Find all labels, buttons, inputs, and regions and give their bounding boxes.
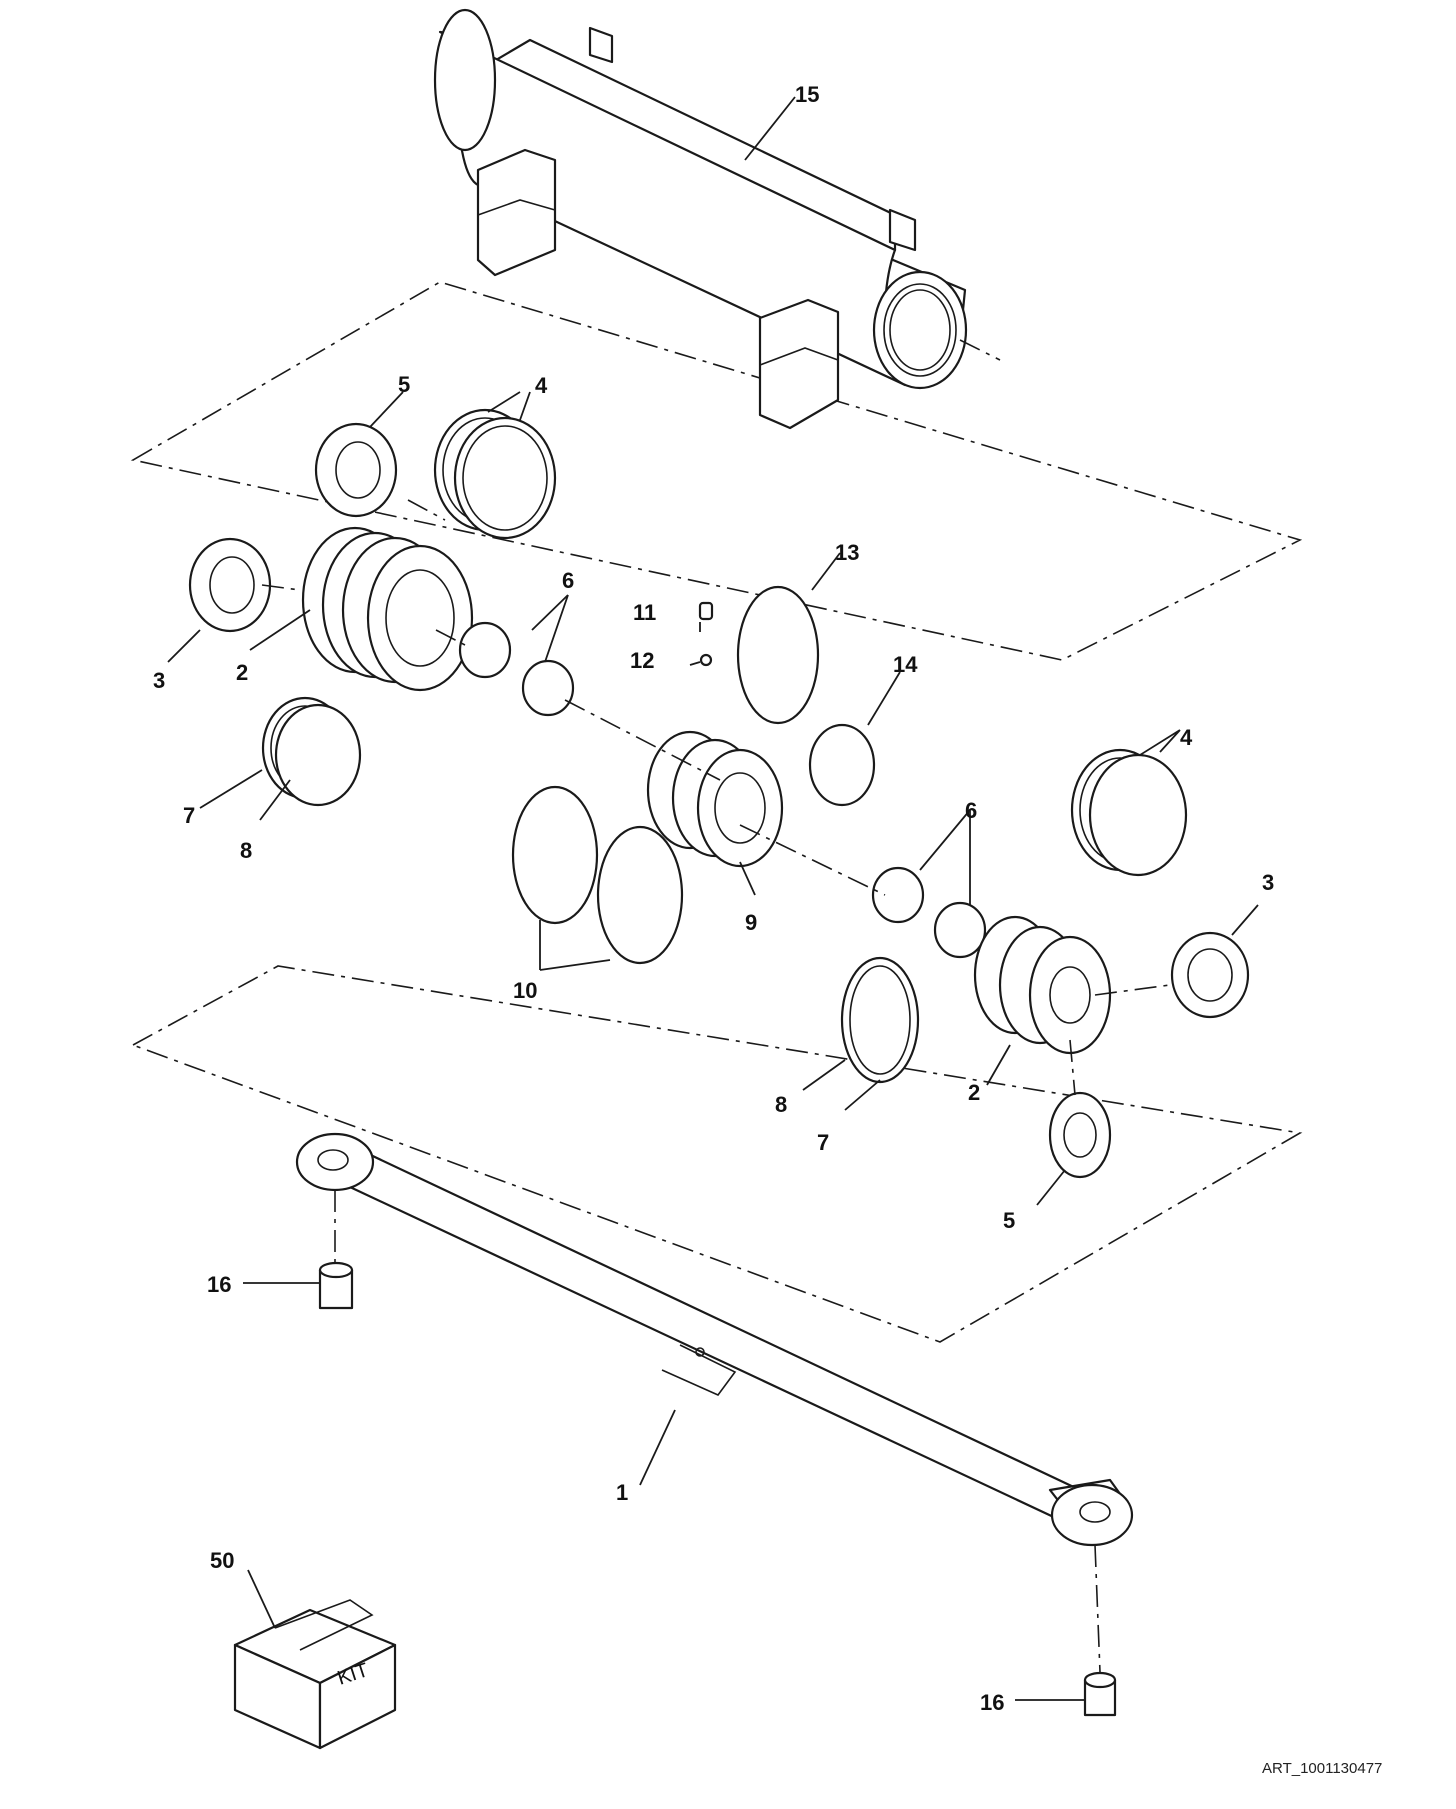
right-wiper-5 xyxy=(1048,1091,1112,1179)
callout-5-right: 5 xyxy=(1003,1208,1015,1233)
lower-assembly-boundary xyxy=(131,965,1303,1343)
piston-9 xyxy=(696,748,784,868)
left-bearing-6a xyxy=(458,621,512,679)
o-ring-14 xyxy=(808,723,876,807)
callout-16-bottom: 16 xyxy=(980,1690,1004,1715)
right-ring-4b xyxy=(1088,753,1188,877)
callout-1: 1 xyxy=(616,1480,628,1505)
right-ring-8 xyxy=(840,956,920,1084)
left-ring-8 xyxy=(274,703,362,807)
callout-9: 9 xyxy=(745,910,757,935)
barrel-end-cap xyxy=(433,8,497,152)
callout-4-right: 4 xyxy=(1180,725,1193,750)
callout-3-left: 3 xyxy=(153,668,165,693)
right-gland-2 xyxy=(1028,935,1112,1055)
upper-assembly-boundary xyxy=(130,281,1303,661)
callout-5-top: 5 xyxy=(398,372,410,397)
callout-11: 11 xyxy=(633,600,656,625)
barrel-bore-opening xyxy=(872,270,968,390)
piston-seal-13 xyxy=(736,585,820,725)
callout-7-left: 7 xyxy=(183,803,195,828)
callout-16-top: 16 xyxy=(207,1272,231,1297)
right-bearing-6b xyxy=(933,901,987,959)
callout-8-right: 8 xyxy=(775,1092,787,1117)
callout-2-left: 2 xyxy=(236,660,248,685)
left-seal-3 xyxy=(188,537,272,633)
left-gland-2-bore xyxy=(385,569,455,667)
set-screw-11 xyxy=(698,601,714,621)
callout-50: 50 xyxy=(210,1548,234,1573)
piston-assembly xyxy=(511,585,876,965)
left-ring-4b xyxy=(453,416,557,540)
left-wiper-5 xyxy=(314,422,398,518)
right-gland-assembly xyxy=(840,748,1250,1179)
cylinder-barrel xyxy=(433,8,968,430)
kit-box: KIT xyxy=(233,1599,397,1750)
leader-lines xyxy=(167,96,1259,1701)
callout-8-left: 8 xyxy=(240,838,252,863)
callout-6-right: 6 xyxy=(965,798,977,823)
callout-13: 13 xyxy=(835,540,859,565)
right-bearing-6a xyxy=(871,866,925,924)
left-bearing-6b xyxy=(521,659,575,717)
callout-3-right: 3 xyxy=(1262,870,1274,895)
callout-14: 14 xyxy=(893,652,918,677)
ball-12 xyxy=(699,653,713,667)
callout-15: 15 xyxy=(795,82,819,107)
callout-4-top: 4 xyxy=(535,373,548,398)
wear-ring-10a xyxy=(511,785,599,925)
callout-6-left: 6 xyxy=(562,568,574,593)
art-id: ART_1001130477 xyxy=(1262,1760,1382,1777)
rod-clevis-top xyxy=(295,1132,375,1192)
callout-labels: 15 5 4 3 2 7 8 6 11 12 13 14 9 10 4 6 3 … xyxy=(153,82,1274,1715)
left-gland-assembly xyxy=(188,408,575,807)
rod-eye-bottom xyxy=(1050,1483,1134,1547)
callout-12: 12 xyxy=(630,648,654,673)
callout-7-right: 7 xyxy=(817,1130,829,1155)
wear-ring-10b xyxy=(596,825,684,965)
right-seal-3 xyxy=(1170,931,1250,1019)
piston-rod xyxy=(295,1132,1134,1717)
callout-10: 10 xyxy=(513,978,537,1003)
callout-2-right: 2 xyxy=(968,1080,980,1105)
